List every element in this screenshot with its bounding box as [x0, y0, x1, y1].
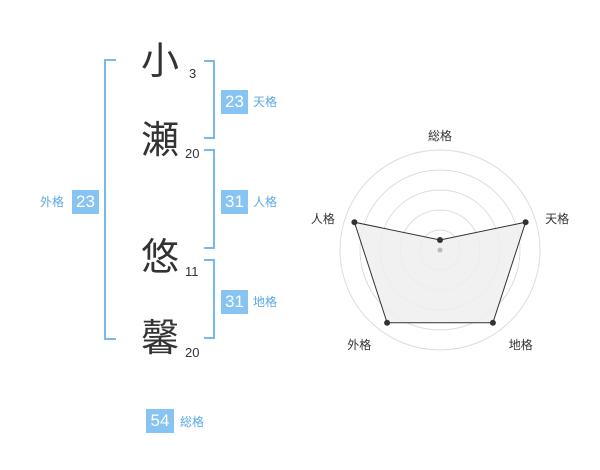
- stroke-count-2: 20: [185, 146, 200, 161]
- radar-data-point: [489, 319, 496, 326]
- stroke-count-1: 3: [189, 66, 197, 81]
- gaikaku-label: 外格: [40, 195, 65, 209]
- radar-axis-label: 総格: [428, 128, 452, 143]
- radar-data-polygon: [353, 221, 527, 324]
- radar-data-point: [522, 219, 529, 226]
- outer-bracket: [104, 59, 116, 340]
- tenkaku-label: 天格: [253, 95, 278, 109]
- chikaku-badge: 31: [221, 290, 248, 314]
- radar-axis-label: 人格: [311, 211, 335, 226]
- gaikaku-badge: 23: [72, 190, 99, 214]
- name-character-2: 瀬: [141, 118, 180, 162]
- name-character-4: 馨: [141, 316, 180, 360]
- stroke-count-3: 11: [185, 264, 199, 279]
- tenkaku-badge: 23: [221, 90, 248, 114]
- chikaku-bracket: [204, 259, 215, 339]
- tenkaku-bracket: [204, 60, 215, 139]
- jinkaku-bracket: [204, 149, 215, 249]
- jinkaku-label: 人格: [253, 195, 278, 209]
- name-character-3: 悠: [141, 235, 180, 279]
- name-character-1: 小: [141, 39, 180, 83]
- radar-data-point: [351, 219, 358, 226]
- soukaku-label: 総格: [180, 415, 205, 429]
- soukaku-badge: 54: [146, 409, 174, 433]
- radar-center-point: [437, 247, 443, 253]
- radar-data-point: [384, 319, 391, 326]
- radar-data-point: [437, 237, 443, 243]
- radar-axis-label: 地格: [509, 337, 533, 352]
- radar-axis-label: 外格: [347, 337, 371, 352]
- radar-grid-ring: [339, 149, 541, 351]
- jinkaku-badge: 31: [221, 190, 248, 214]
- radar-axis-label: 天格: [545, 211, 569, 226]
- radar-grid-ring: [359, 169, 521, 331]
- chikaku-label: 地格: [253, 295, 278, 309]
- stroke-count-4: 20: [185, 345, 200, 360]
